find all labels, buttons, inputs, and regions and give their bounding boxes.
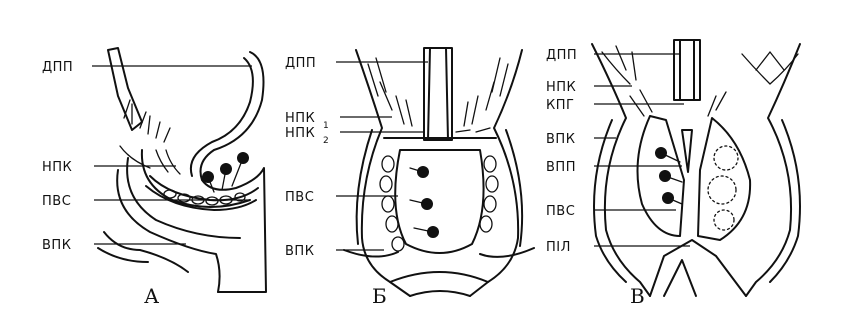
caption-b: Б (372, 284, 387, 308)
panel-b-drawing (344, 48, 534, 296)
label-npk1-b: НПК (285, 111, 315, 126)
panel-c-drawing (592, 40, 800, 296)
label-vpp-c: ВПП (546, 160, 576, 175)
label-npk-c: НПК (546, 80, 576, 95)
label-npk2-b: НПК (285, 126, 315, 141)
label-vpk-c: ВПК (546, 132, 575, 147)
panel-a-leader-lines (92, 66, 252, 244)
label-npk-a: НПК (42, 160, 72, 175)
caption-c: В (630, 284, 645, 308)
panel-c: ДПП НПК КПГ ВПК ВПП ПВС ПІЛ В (546, 40, 800, 308)
panel-b: ДПП НПК 1 НПК 2 ПВС ВПК Б (285, 48, 534, 308)
label-pvs-a: ПВС (42, 194, 71, 209)
label-kpg-c: КПГ (546, 98, 574, 113)
label-pil-c: ПІЛ (546, 240, 571, 255)
panel-a-drawing (98, 48, 266, 292)
label-npk1-subscript: 1 (323, 121, 329, 131)
panel-b-leader-lines (336, 62, 428, 250)
label-pvs-c: ПВС (546, 204, 575, 219)
label-dpp-a: ДПП (42, 60, 73, 75)
label-vpk-a: ВПК (42, 238, 71, 253)
label-pvs-b: ПВС (285, 190, 314, 205)
label-dpp-c: ДПП (546, 48, 577, 63)
caption-a: А (144, 284, 159, 308)
label-vpk-b: ВПК (285, 244, 314, 259)
label-npk2-subscript: 2 (323, 136, 329, 146)
label-dpp-b: ДПП (285, 56, 316, 71)
panel-a: ДПП НПК ПВС ВПК А (42, 48, 266, 308)
